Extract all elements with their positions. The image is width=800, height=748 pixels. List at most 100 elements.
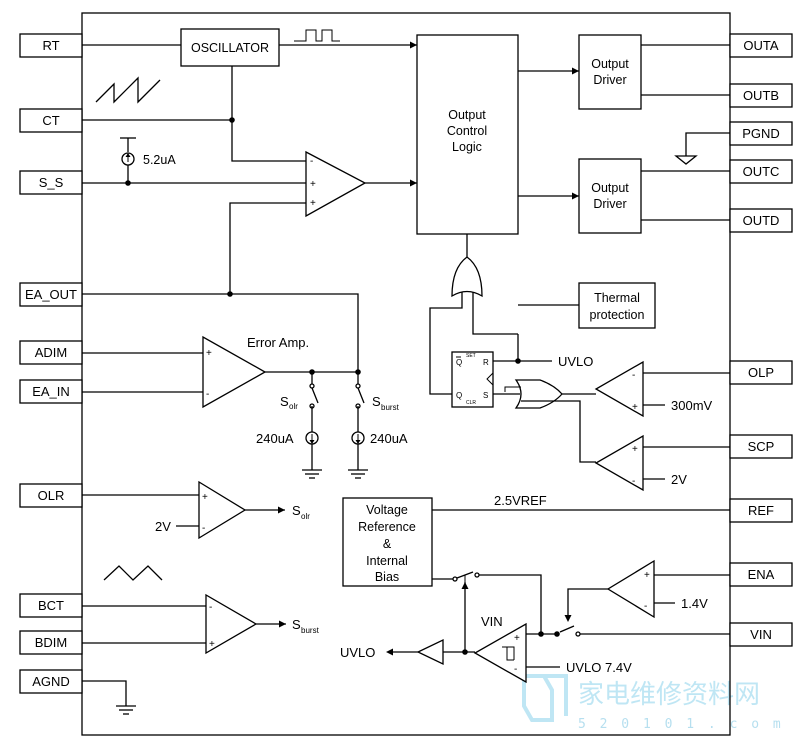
label-240ua-left: 240uA <box>256 431 294 446</box>
or-gate-icon <box>451 256 483 298</box>
svg-text:CLR: CLR <box>466 400 476 406</box>
label-240ua-right: 240uA <box>370 431 408 446</box>
svg-text:Q: Q <box>456 358 462 367</box>
ground-pgnd-icon <box>674 155 698 165</box>
pin-olp-label: OLP <box>748 365 774 380</box>
svg-text:Logic: Logic <box>452 140 482 154</box>
or-gate-2-icon <box>514 379 563 409</box>
watermark: 家电维修资料网 5 2 0 1 0 1 . c o m <box>522 674 781 732</box>
pin-ct: CT <box>19 108 83 133</box>
bias-switch <box>432 571 542 652</box>
svg-text:Driver: Driver <box>593 197 626 211</box>
svg-text:-: - <box>514 664 517 675</box>
svg-text:Bias: Bias <box>375 570 399 584</box>
triangle-waveform-icon <box>103 565 163 581</box>
svg-text:S: S <box>280 394 289 409</box>
pin-bct-label: BCT <box>38 598 64 613</box>
output-control-logic-block: Output Control Logic <box>416 34 519 235</box>
pulse-waveform-icon <box>294 29 340 42</box>
uvlo-buffer-icon <box>416 638 444 666</box>
label-uvlo-ff: UVLO <box>558 354 593 369</box>
scp-comparator: + - <box>594 434 644 492</box>
svg-text:+: + <box>632 444 638 455</box>
svg-text:-: - <box>202 523 205 534</box>
error-amplifier: + - Error Amp. <box>202 335 309 409</box>
svg-text:Output: Output <box>591 181 629 195</box>
output-driver-1: Output Driver <box>578 34 642 110</box>
pin-rt-label: RT <box>42 38 59 53</box>
label-error-amp: Error Amp. <box>247 335 309 350</box>
thermal-protection-block: Thermal protection <box>578 282 656 329</box>
pin-rt: RT <box>19 33 83 58</box>
vin-uvlo-comparator: + - VIN <box>473 614 527 684</box>
svg-text:burst: burst <box>301 626 320 635</box>
pin-s-s: S_S <box>19 170 83 195</box>
svg-text:Thermal: Thermal <box>594 291 640 305</box>
junction-uvlo <box>515 358 521 364</box>
svg-text:Output: Output <box>591 57 629 71</box>
junction-ct <box>229 117 235 123</box>
pin-ref: REF <box>729 498 793 523</box>
arrow-olr-out-icon <box>278 506 285 514</box>
oscillator-block: OSCILLATOR <box>180 28 280 67</box>
svg-text:Internal: Internal <box>366 554 408 568</box>
pin-outa-label: OUTA <box>743 38 778 53</box>
svg-text:+: + <box>209 639 215 650</box>
label-5-2ua: 5.2uA <box>143 153 176 167</box>
oscillator-label: OSCILLATOR <box>191 41 269 55</box>
svg-text:SET: SET <box>466 353 476 359</box>
svg-text:S: S <box>372 394 381 409</box>
pin-ena-label: ENA <box>748 567 775 582</box>
svg-text:Output: Output <box>448 108 486 122</box>
pin-outd-label: OUTD <box>743 213 780 228</box>
wire-scp-or <box>521 400 596 463</box>
svg-text:olr: olr <box>289 402 298 411</box>
watermark-text: 家电维修资料网 <box>578 680 760 710</box>
pin-agnd: AGND <box>19 669 83 694</box>
pin-ea-out-label: EA_OUT <box>25 287 77 302</box>
svg-text:burst: burst <box>381 403 400 412</box>
pin-ena: ENA <box>729 562 793 587</box>
pin-scp: SCP <box>729 434 793 459</box>
pin-vin-label: VIN <box>750 627 772 642</box>
olp-comparator: - + <box>594 360 644 418</box>
svg-text:-: - <box>206 389 209 400</box>
arrow-ena-switch-icon <box>564 615 572 622</box>
arrow-uvlo-out-icon <box>386 648 393 656</box>
wire-agnd <box>82 680 127 706</box>
svg-text:S: S <box>292 617 301 632</box>
arrow-osc-logic-icon <box>410 41 417 49</box>
svg-text:S: S <box>292 503 301 518</box>
sr-flipflop: Q SET R Q CLR S <box>451 351 494 408</box>
wire-ena-switch <box>567 588 608 617</box>
svg-text:-: - <box>632 370 635 381</box>
svg-text:&: & <box>383 537 392 551</box>
junction-ea-out <box>227 291 233 297</box>
label-uvlo-out: UVLO <box>340 645 375 660</box>
pin-s-s-label: S_S <box>39 175 64 190</box>
pin-ref-label: REF <box>748 503 774 518</box>
pin-ct-label: CT <box>42 113 59 128</box>
label-vin-comp: VIN <box>481 614 503 629</box>
pin-scp-label: SCP <box>748 439 775 454</box>
pin-outc-label: OUTC <box>743 164 780 179</box>
pin-outc: OUTC <box>729 159 793 184</box>
svg-text:Control: Control <box>447 124 487 138</box>
pin-adim: ADIM <box>19 340 83 365</box>
label-uvlo-7-4v: UVLO 7.4V <box>566 660 632 675</box>
pwm-comparator: - + + <box>305 150 367 218</box>
pin-bct: BCT <box>19 593 83 618</box>
pin-outb-label: OUTB <box>743 88 779 103</box>
svg-text:-: - <box>644 601 647 612</box>
current-source-5-2ua: 5.2uA <box>120 137 176 186</box>
wire-pgnd <box>685 132 730 156</box>
current-source-240ua-right: 240uA <box>348 431 408 479</box>
label-300mv: 300mV <box>671 398 713 413</box>
wire-or-ff <box>429 292 463 395</box>
svg-text:+: + <box>310 179 316 190</box>
label-2v-scp: 2V <box>671 472 687 487</box>
svg-text:Driver: Driver <box>593 73 626 87</box>
svg-text:Q: Q <box>456 391 462 400</box>
pin-vin: VIN <box>729 622 793 647</box>
pin-agnd-label: AGND <box>32 674 70 689</box>
